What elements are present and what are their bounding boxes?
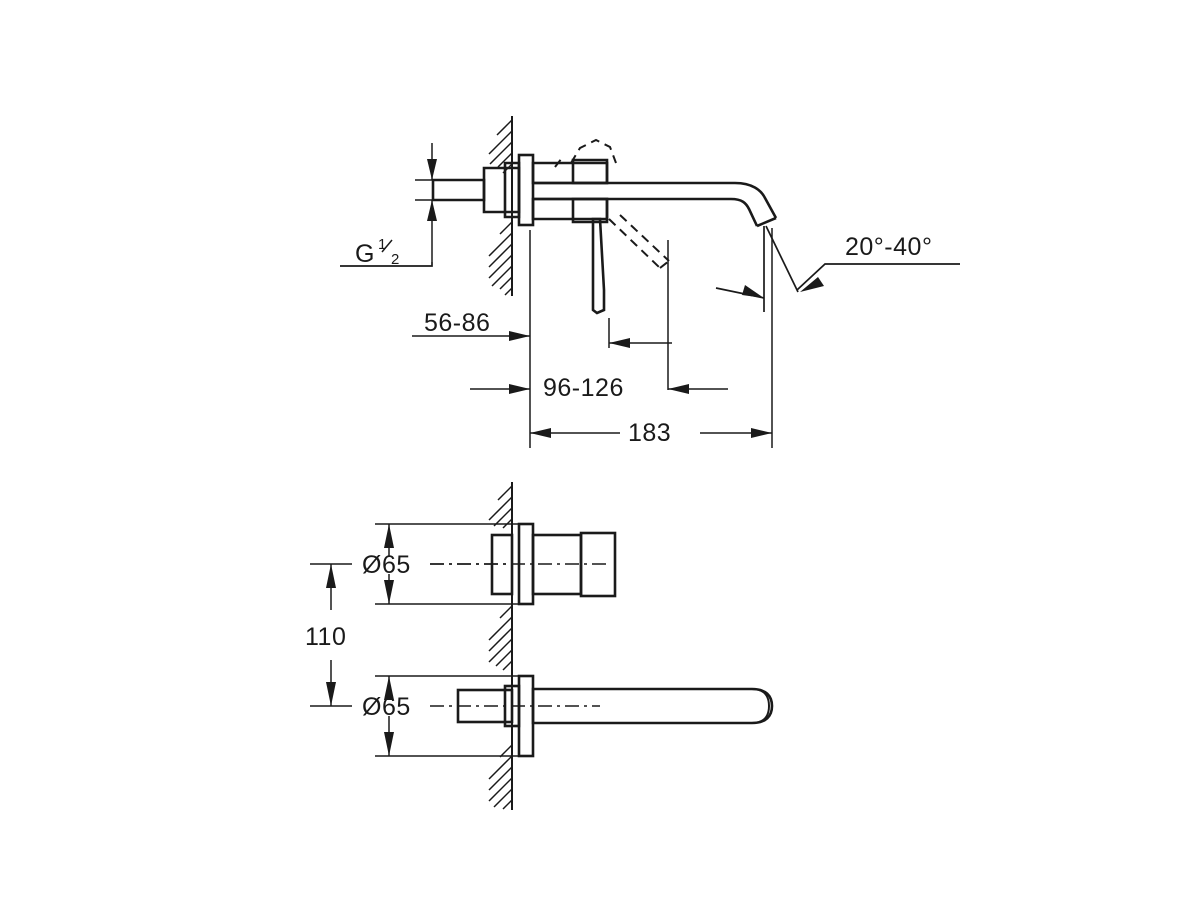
plan-view: Ø65 Ø65 110 [305,482,774,810]
dimension-centre-distance: 110 [305,563,352,707]
dimension-spout-angle: 20°-40° [715,225,960,312]
dimension-dia-top: Ø65 [362,523,522,605]
lever-handle-side [591,217,606,315]
dimension-dia-bottom: Ø65 [362,675,522,757]
side-elevation-view: G 1 2 56-86 96-126 [340,116,960,448]
dimension-spout-projection: 183 [530,228,773,448]
dimension-wall-depth: 56-86 [412,230,531,448]
spout-side [533,181,778,228]
wall-section-top [488,116,513,296]
label-dia-top: Ø65 [362,551,411,579]
label-wall-depth: 56-86 [424,309,490,337]
wall-hatching-bottom [488,485,513,810]
dimension-thread-g-half: G 1 2 [340,143,452,268]
label-thread-numerator: 1 [378,236,386,253]
spout-plan [430,674,774,758]
label-centre-distance: 110 [305,623,346,651]
label-thread-denominator: 2 [391,251,399,268]
rear-inlet-connection [431,161,521,219]
dimension-handle-projection: 96-126 [470,240,728,402]
label-handle-projection: 96-126 [543,374,624,402]
label-thread-g: G [355,240,375,268]
lever-handle-raised-dashed [554,138,617,168]
lever-handle-swung-dashed [608,214,670,269]
label-spout-angle: 20°-40° [845,233,932,261]
label-spout-projection: 183 [628,419,671,447]
label-dia-bottom: Ø65 [362,693,411,721]
